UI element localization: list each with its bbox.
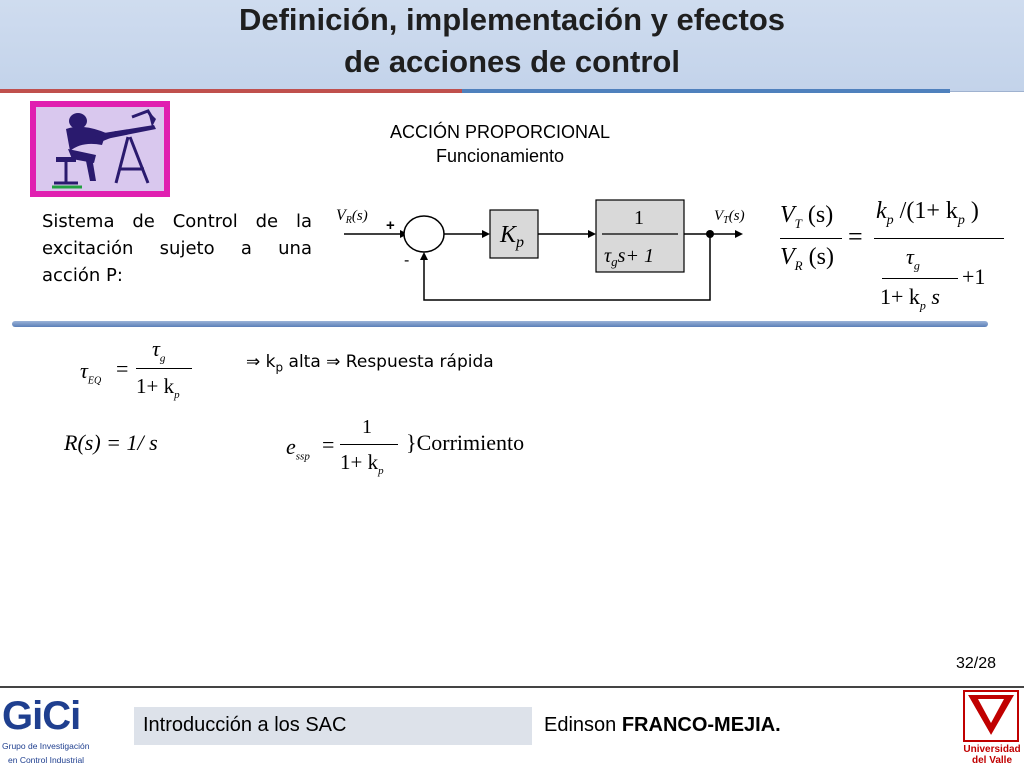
title-accent-blue <box>462 89 950 93</box>
svg-text:Kp: Kp <box>499 222 524 251</box>
section-separator <box>12 321 988 327</box>
heading-line-2: Funcionamiento <box>435 146 565 166</box>
title-band <box>0 0 1024 92</box>
footer-author: Edinson FRANCO-MEJIA. <box>544 714 781 736</box>
slide-title-line-2: de acciones de control <box>344 44 680 79</box>
step-input-formula: R(s) = 1/ s <box>64 430 158 455</box>
footer-course-box <box>134 707 532 745</box>
block-diagram: VR(s) + - Kp 1 τgs+ 1 VT(s) <box>336 199 745 301</box>
section-heading: ACCIÓN PROPORCIONAL Funcionamiento <box>330 120 670 168</box>
plus-sign: + <box>386 217 395 234</box>
title-accent-red <box>0 89 462 93</box>
gici-subtitle-2: en Control Industrial <box>8 755 85 765</box>
drafting-person-icon <box>52 109 156 189</box>
footer-course-title: Introducción a los SAC <box>143 714 347 736</box>
steady-state-error-formula: essp = 1 1+ kp }Corrimiento <box>286 416 525 478</box>
gain-note: ⇒ kp alta ⇒ Respuesta rápida <box>246 352 494 375</box>
tau-eq-formula: τEQ = τg 1+ kp <box>80 336 210 408</box>
page-number: 32/28 <box>956 655 997 672</box>
footer-divider <box>0 686 1024 688</box>
plant-numerator: 1 <box>634 207 644 229</box>
gici-subtitle-1: Grupo de Investigación <box>2 741 90 751</box>
input-label: VR(s) <box>336 207 368 226</box>
clipart-frame <box>30 101 170 197</box>
gici-logo-text: GiCi <box>2 694 81 738</box>
plant-block <box>595 199 685 273</box>
minus-sign: - <box>404 252 409 269</box>
gain-block <box>489 209 539 259</box>
univalle-name: Universidad del Valle <box>963 744 1021 766</box>
plant-denominator: τgs+ 1 <box>604 245 654 269</box>
system-description: Sistema de Control de la excitación suje… <box>42 211 312 286</box>
summing-junction <box>403 215 445 253</box>
transfer-function: VT (s) VR (s) = kp /(1+ kp ) τg +1 1+ kp… <box>780 198 1010 320</box>
output-label: VT(s) <box>714 208 745 226</box>
univalle-logo-icon <box>963 690 1019 742</box>
slide-title-line-1: Definición, implementación y efectos <box>238 2 786 37</box>
heading-line-1: ACCIÓN PROPORCIONAL <box>389 122 611 142</box>
